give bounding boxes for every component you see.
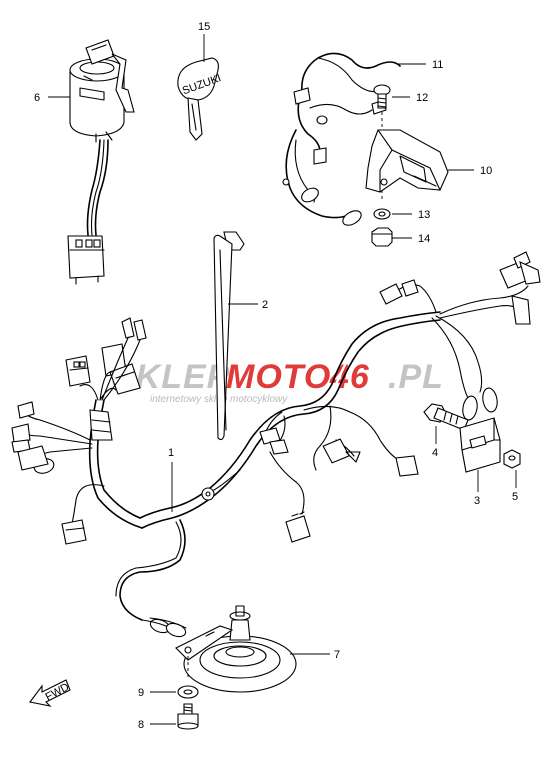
ignition-switch — [67, 39, 135, 285]
part-number-13: 13 — [418, 209, 430, 221]
watermark: SKLEP MOTO 46 .PL internetowy sklep moto… — [112, 358, 444, 405]
part-number-2: 2 — [262, 299, 268, 311]
part-number-labels: 6 15 11 12 10 13 14 2 1 4 3 5 7 9 8 — [34, 21, 518, 731]
sub-harness — [282, 52, 401, 226]
part-number-7: 7 — [334, 649, 340, 661]
relay — [459, 417, 501, 473]
part-number-5: 5 — [512, 491, 518, 503]
watermark-brand-part2: MOTO — [226, 358, 331, 396]
watermark-brand-part3: 46 — [329, 358, 370, 396]
part-number-14: 14 — [418, 233, 430, 245]
part-number-4: 4 — [432, 447, 438, 459]
part-number-6: 6 — [34, 92, 40, 104]
horn-fasteners — [177, 656, 199, 730]
nut-small — [503, 449, 521, 469]
bolt-small — [423, 403, 469, 431]
part-number-12: 12 — [416, 92, 428, 104]
part-number-11: 11 — [432, 59, 443, 71]
part-number-1: 1 — [168, 447, 174, 459]
part-number-15: 15 — [198, 21, 210, 33]
part-number-3: 3 — [474, 495, 480, 507]
forward-arrow-label: FWD — [43, 681, 71, 703]
cable-tie — [213, 231, 245, 441]
ignition-key: SUZUKI — [177, 57, 223, 141]
horn — [175, 605, 297, 693]
bracket-assembly — [365, 84, 449, 247]
watermark-brand-part4: .PL — [388, 358, 444, 396]
leader-lines — [48, 34, 517, 725]
forward-arrow-icon: FWD — [29, 679, 71, 707]
part-number-10: 10 — [480, 165, 492, 177]
main-harness — [11, 251, 541, 638]
part-number-9: 9 — [138, 687, 144, 699]
part-number-8: 8 — [138, 719, 144, 731]
